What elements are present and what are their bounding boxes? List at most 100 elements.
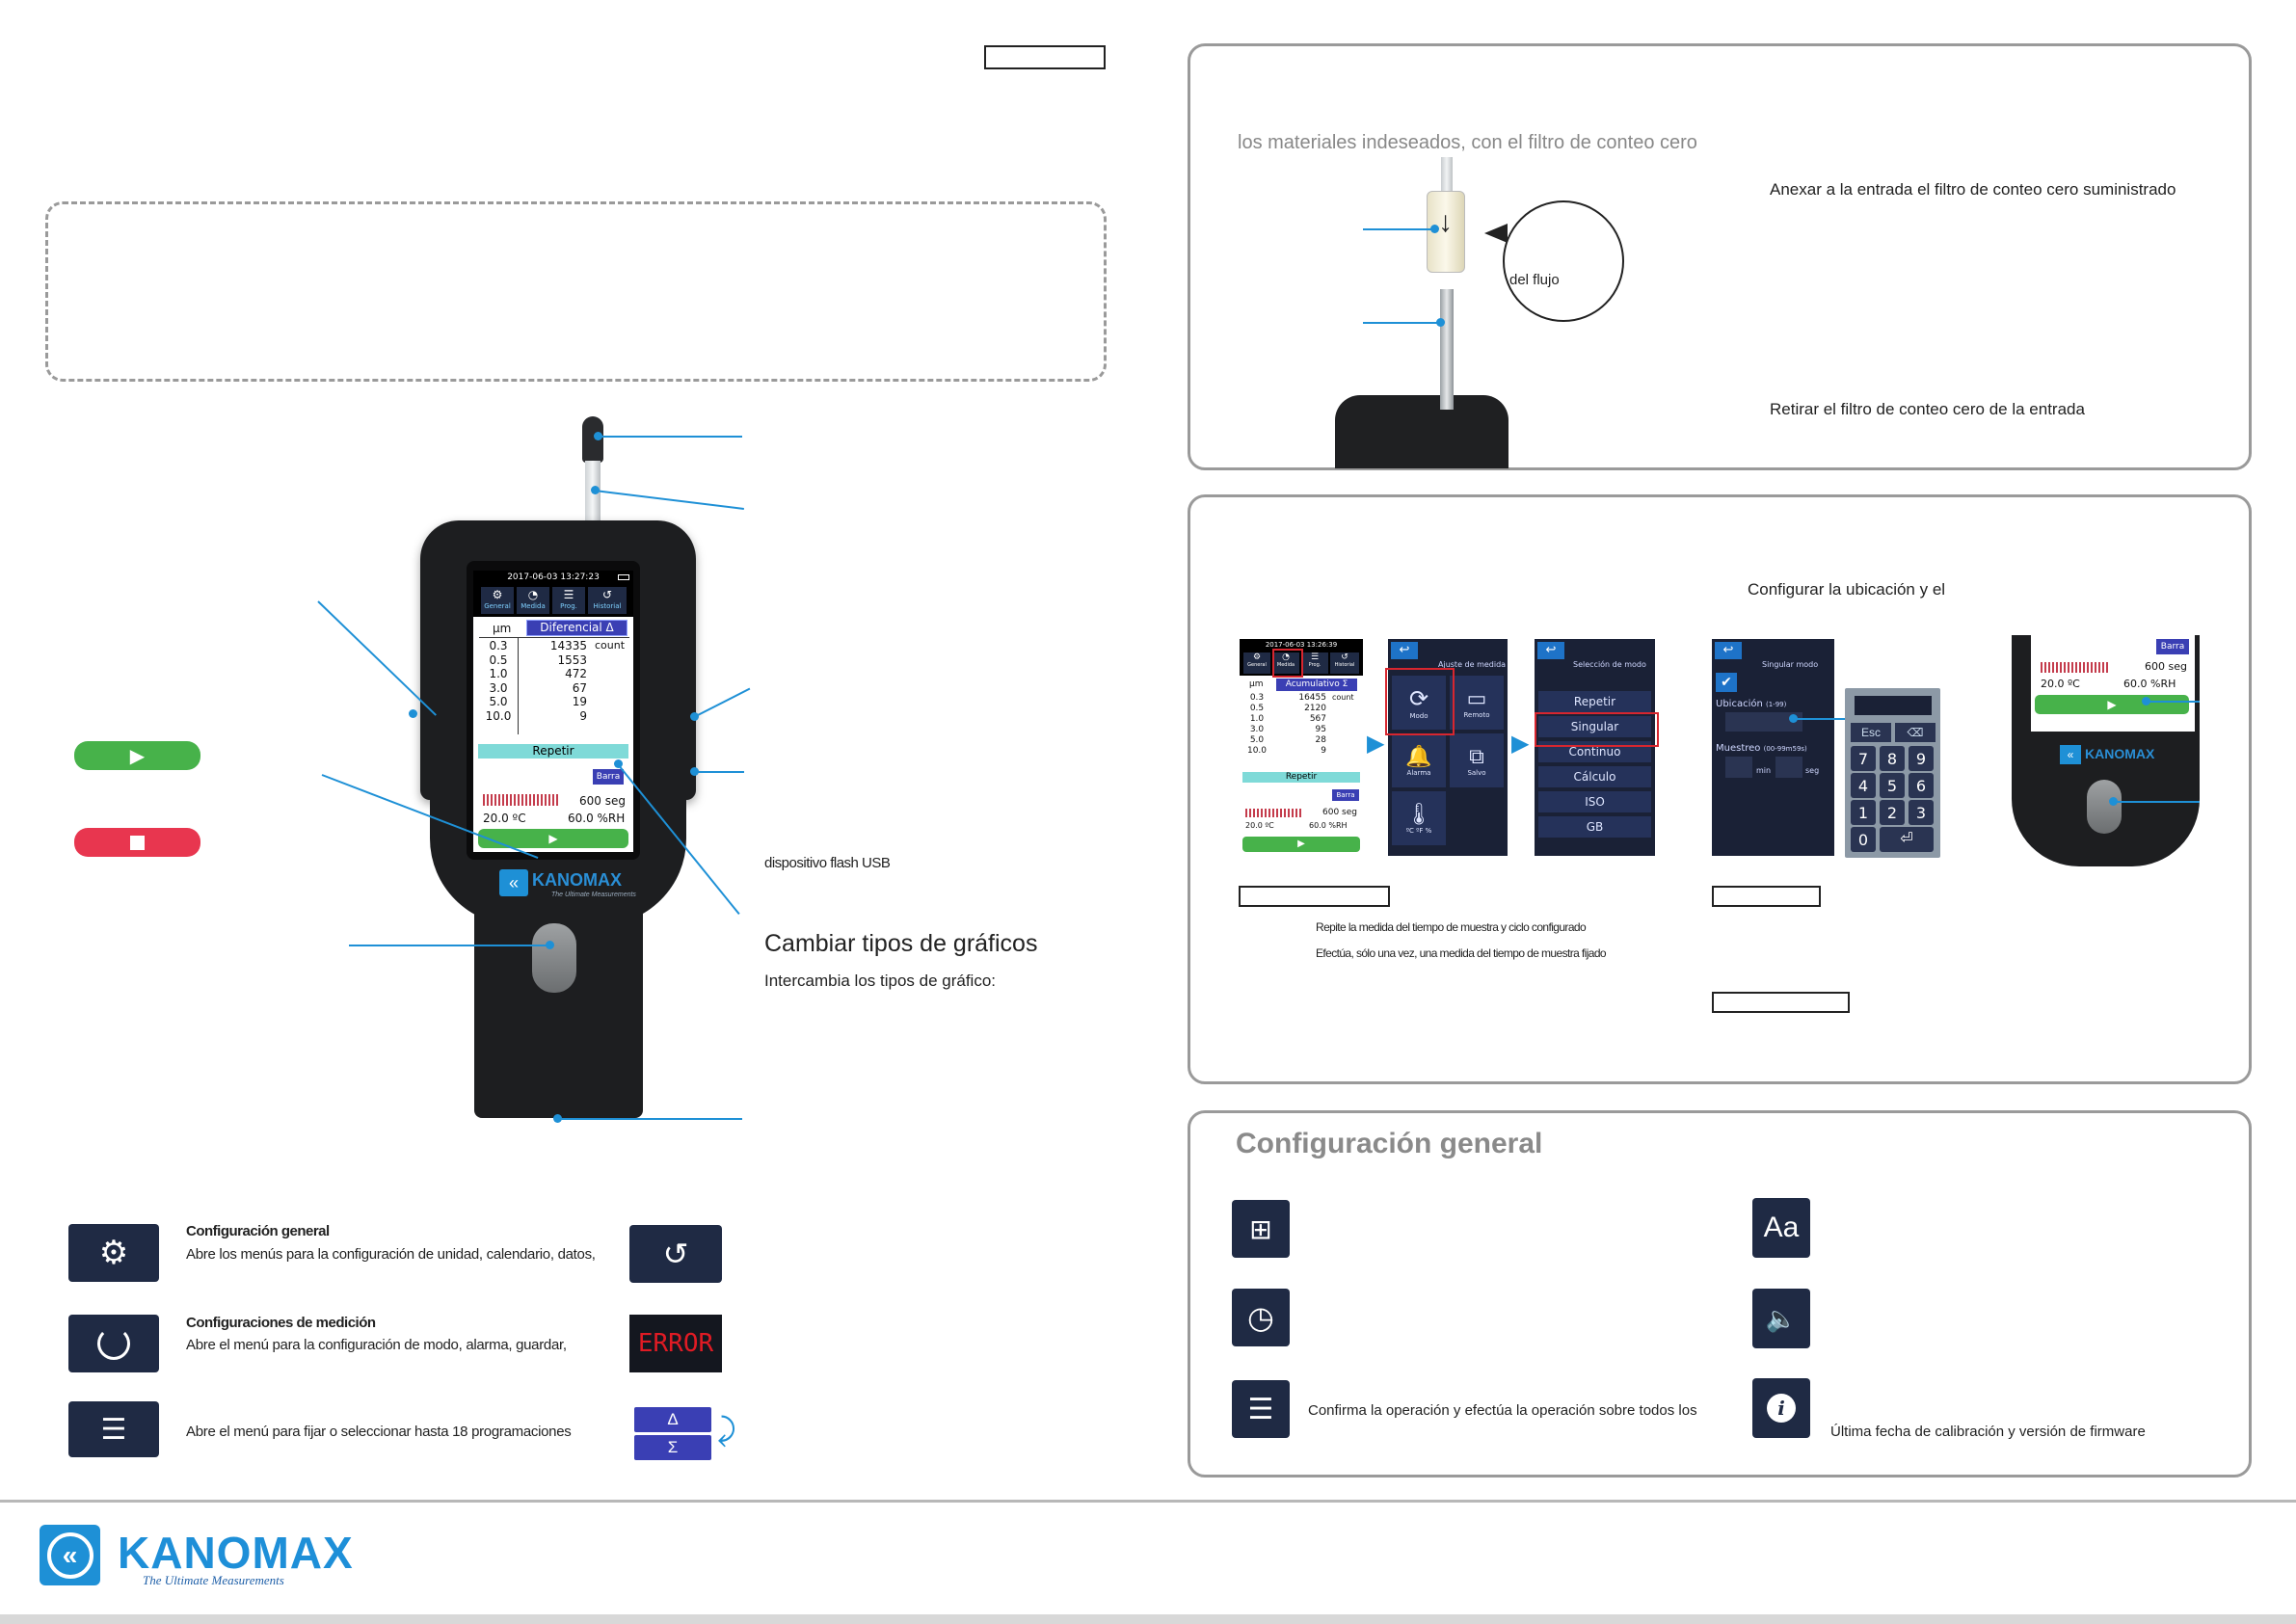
attach-filter-text: Anexar a la entrada el filtro de conteo … [1770,180,2176,199]
network-settings-tile: ⊞ [1232,1200,1290,1258]
history-tile: ↺ [629,1225,722,1283]
list-item: 67 [572,680,587,695]
network-icon: ⊞ [1249,1213,1272,1244]
location-config-label: Configurar la ubicación y el [1748,580,1946,599]
mode-button[interactable]: ⟳Modo [1392,676,1446,730]
next-arrow-icon: ▶ [1367,731,1385,757]
confirm-all-text: Confirma la operación y efectúa la opera… [1308,1402,1697,1419]
location-input[interactable] [1725,712,1802,732]
tab-medida[interactable]: ◔Medida [1272,652,1299,674]
list-item: 19 [572,695,587,708]
table-header-line [479,637,629,638]
measurement-settings-title: Configuraciones de medición [186,1315,376,1331]
mode-option-single[interactable]: Singular [1538,716,1651,737]
leader-dot [1436,318,1445,327]
mode-toggle-button[interactable]: Acumulativo Σ [1276,679,1357,691]
size-column: 0.3 0.5 1.0 3.0 5.0 10.0 [481,639,516,723]
bar-graph-button[interactable]: Barra [593,769,624,785]
probe-tip [582,416,603,463]
mode-option-calc[interactable]: Cálculo [1538,766,1651,787]
device-screen: 2017-06-03 13:27:23 ⚙ General ◔ Medida ☰… [473,571,633,852]
start-button-on-screen[interactable]: ▶ [1242,837,1360,852]
flow-callout-bubble [1503,200,1624,322]
clock-settings-tile: ◷ [1232,1289,1290,1346]
list-item: 472 [565,667,587,680]
device-brand-logo: « [499,869,528,896]
general-settings-tile: ⚙ [68,1224,159,1282]
tab-historial[interactable]: ↺Historial [1330,652,1359,674]
list-item: 2120 [1304,704,1326,713]
alarm-button[interactable]: 🔔Alarma [1392,733,1446,787]
leader-dot [2109,797,2118,806]
tab-prog[interactable]: ☰ Prog. [552,587,585,614]
keypad-backspace[interactable]: ⌫ [1895,723,1936,742]
leader-line [598,436,742,438]
keypad-enter[interactable]: ⏎ [1880,827,1934,852]
next-arrow-icon: ▶ [1511,731,1530,757]
leader-line [2113,801,2200,803]
key-4[interactable]: 4 [1851,773,1876,798]
save-button[interactable]: ⧉Salvo [1450,733,1504,787]
sample-seconds: 600 seg [579,794,626,808]
mode-option-repeat[interactable]: Repetir [1538,691,1651,712]
tab-general[interactable]: ⚙General [1243,652,1270,674]
tab-historial[interactable]: ↺ Historial [588,587,627,614]
single-description: Efectúa, sólo una vez, una medida del ti… [1316,946,1607,960]
screen-title: Singular modo [1762,660,1819,669]
leader-dot [690,767,699,776]
units-button[interactable]: 🌡ºC ºF % [1392,791,1446,845]
start-button-on-screen[interactable]: ▶ [2035,695,2189,714]
confirm-check-icon[interactable]: ✔ [1716,673,1737,692]
leader-dot [553,1114,562,1123]
general-settings-desc: Abre los menús para la configuración de … [186,1246,596,1263]
key-2[interactable]: 2 [1880,800,1905,825]
key-9[interactable]: 9 [1909,746,1934,771]
mode-option-iso[interactable]: ISO [1538,791,1651,812]
bar-graph-button[interactable]: Barra [1332,789,1359,801]
leader-dot [1430,225,1439,233]
leader-dot [594,432,602,440]
sample-min-input[interactable] [1725,757,1752,778]
temperature-reading: 20.0 ºC [2041,678,2080,690]
gauge-icon: ◔ [527,588,539,601]
back-icon[interactable]: ↩ [1537,642,1564,659]
gauge-icon: ◔ [1282,652,1290,662]
key-7[interactable]: 7 [1851,746,1876,771]
program-settings-tile: ☰ [68,1401,159,1457]
back-icon[interactable]: ↩ [1391,642,1418,659]
unit-label: µm [1249,679,1264,689]
speaker-icon: 🔈 [1765,1303,1798,1333]
key-5[interactable]: 5 [1880,773,1905,798]
device-power-button[interactable] [532,923,576,993]
progress-bar [2041,662,2108,673]
start-button-on-screen[interactable]: ▶ [478,829,628,848]
key-3[interactable]: 3 [1909,800,1934,825]
keypad-display [1855,696,1932,715]
tab-general[interactable]: ⚙ General [481,587,514,614]
sample-seconds: 600 seg [1322,808,1357,817]
tab-medida[interactable]: ◔ Medida [517,587,549,614]
tab-prog[interactable]: ☰Prog. [1301,652,1328,674]
key-1[interactable]: 1 [1851,800,1876,825]
mode-option-gb[interactable]: GB [1538,816,1651,838]
device-power-button[interactable] [2087,780,2122,834]
bar-graph-button[interactable]: Barra [2156,639,2189,654]
screen-status-bar: 2017-06-03 13:26:39 [1240,639,1363,651]
temperature-reading: 20.0 ºC [1245,821,1274,830]
sample-sec-input[interactable] [1775,757,1802,778]
sliders-icon: ☰ [100,1413,127,1446]
keypad-esc[interactable]: Esc [1851,723,1891,742]
key-0[interactable]: 0 [1851,827,1876,852]
key-6[interactable]: 6 [1909,773,1934,798]
back-icon[interactable]: ↩ [1715,642,1742,659]
flow-callout-text: del flujo [1509,272,1560,288]
clock-icon: ◷ [1247,1300,1274,1335]
mode-toggle-button[interactable]: Diferencial Δ [526,620,627,636]
general-settings-title: Configuración general [186,1223,330,1239]
info-icon: i [1767,1394,1796,1423]
key-8[interactable]: 8 [1880,746,1905,771]
mode-select-screen: ↩ Selección de modo Repetir Singular Con… [1535,639,1655,856]
location-label: Ubicación (1-99) [1716,699,1787,709]
remote-button[interactable]: ▭Remoto [1450,676,1504,730]
screen-title: Ajuste de medida [1438,660,1507,669]
